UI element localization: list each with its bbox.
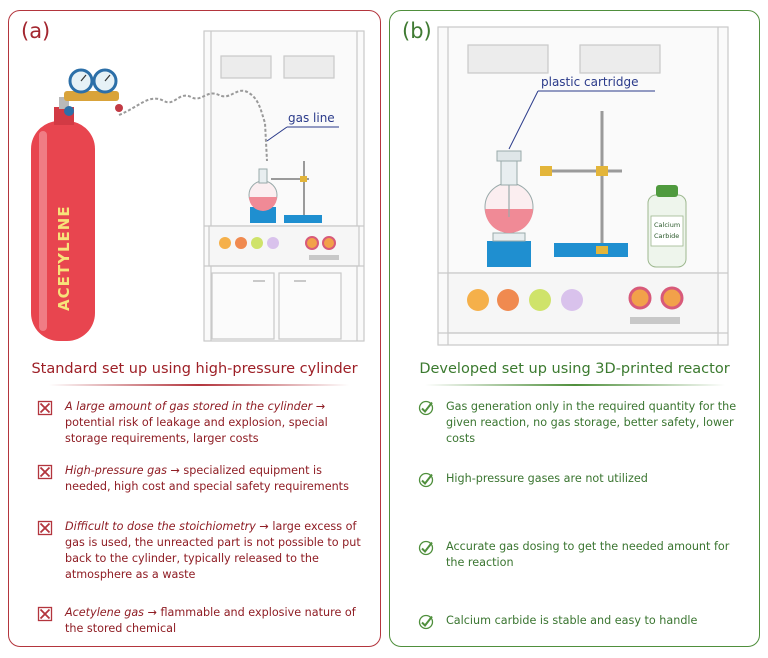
reaction-setup (248, 161, 322, 223)
item-text: Accurate gas dosing to get the needed am… (446, 540, 730, 569)
bottle-label-line2: Carbide (654, 232, 679, 240)
panel-a-item-4: Acetylene gas → flammable and explosive … (37, 605, 367, 637)
gas-line (118, 89, 268, 162)
panel-a-heading: Standard set up using high-pressure cyli… (31, 361, 358, 377)
cartridge-label: plastic cartridge (541, 75, 638, 89)
gas-line-callout: gas line (266, 111, 339, 142)
cross-icon (37, 400, 53, 416)
panel-b-item-3: Accurate gas dosing to get the needed am… (418, 539, 748, 571)
acetylene-cylinder: ACETYLENE (31, 97, 95, 341)
item-text: Calcium carbide is stable and easy to ha… (446, 614, 698, 627)
panel-a-item-1: A large amount of gas stored in the cyli… (37, 399, 367, 447)
bottle-label-line1: Calcium (654, 221, 680, 229)
check-icon (418, 400, 434, 416)
item-emphasis: A large amount of gas stored in the cyli… (65, 400, 313, 413)
cartridge-callout: plastic cartridge (508, 75, 655, 150)
cross-icon (37, 606, 53, 622)
fume-hood (437, 26, 729, 346)
check-icon (418, 472, 434, 488)
panel-a: (a) (8, 10, 381, 647)
reaction-setup (484, 111, 628, 267)
check-icon (418, 614, 434, 630)
panel-b-item-4: Calcium carbide is stable and easy to ha… (418, 613, 748, 630)
fume-hood (203, 30, 365, 342)
cross-icon (37, 464, 53, 480)
item-text: → potential risk of leakage and explosio… (65, 400, 328, 445)
item-emphasis: High-pressure gas (65, 464, 167, 477)
gas-line-label: gas line (288, 111, 335, 125)
hood-knobs (467, 286, 684, 324)
panel-b-item-1: Gas generation only in the required quan… (418, 399, 748, 447)
check-icon (418, 540, 434, 556)
panel-a-item-2: High-pressure gas → specialized equipmen… (37, 463, 367, 495)
panel-b-underline (425, 384, 725, 386)
hood-knobs (219, 236, 339, 260)
item-text: High-pressure gases are not utilized (446, 472, 648, 485)
panel-b-item-2: High-pressure gases are not utilized (418, 471, 748, 488)
panel-b: (b) (389, 10, 760, 647)
calcium-carbide-bottle: Calcium Carbide (647, 185, 687, 268)
panel-a-underline (49, 384, 349, 386)
item-emphasis: Acetylene gas (65, 606, 145, 619)
cylinder-label: ACETYLENE (55, 205, 73, 311)
panel-a-illustration: gas line ACETYLENE (31, 30, 365, 342)
panel-b-illustration: Calcium Carbide plastic cartridge (437, 26, 729, 346)
item-text: → specialized equipment is needed, high … (65, 464, 349, 493)
regulator (64, 68, 123, 116)
panel-a-item-3: Difficult to dose the stoichiometry → la… (37, 519, 367, 583)
panel-b-heading: Developed set up using 3D-printed reacto… (419, 361, 730, 377)
item-text: Gas generation only in the required quan… (446, 400, 737, 445)
panel-a-label: (a) (21, 19, 51, 43)
item-emphasis: Difficult to dose the stoichiometry (65, 520, 256, 533)
item-text: → flammable and explosive nature of the … (65, 606, 356, 635)
item-text: → large excess of gas is used, the unrea… (65, 520, 361, 581)
panel-b-label: (b) (402, 19, 432, 43)
cross-icon (37, 520, 53, 536)
